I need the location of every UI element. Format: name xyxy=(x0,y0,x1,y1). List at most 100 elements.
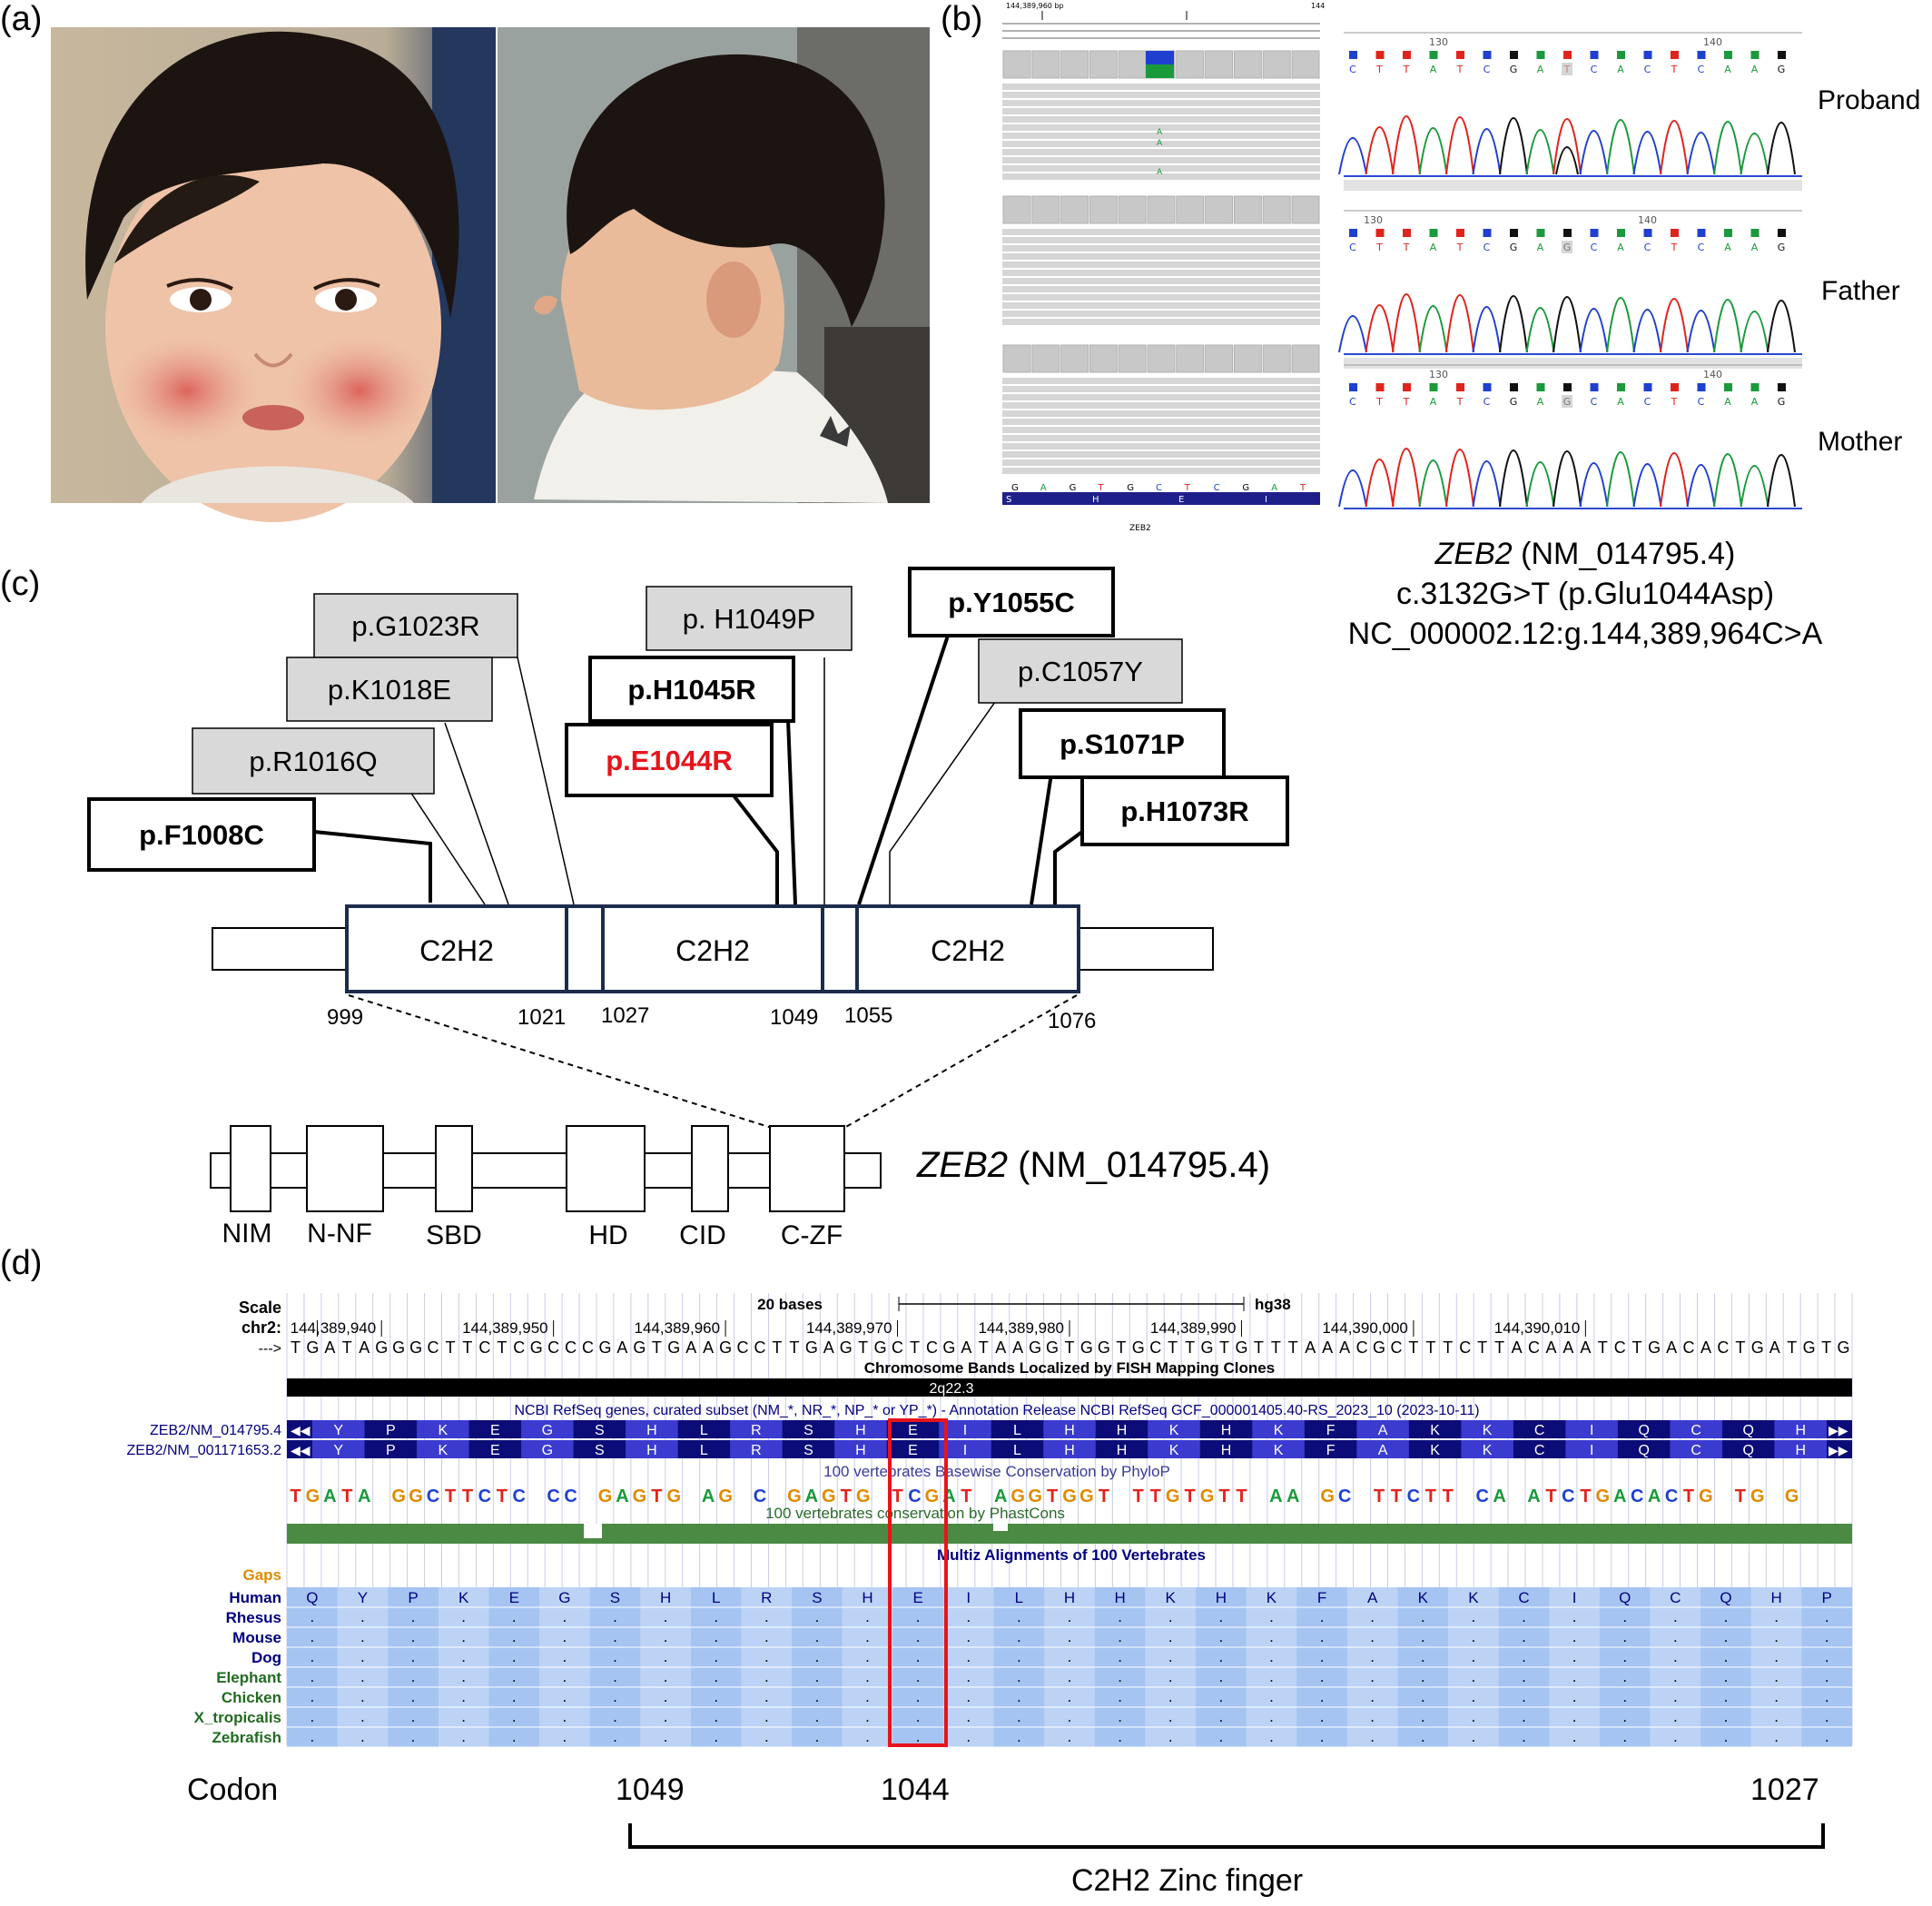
igv-read xyxy=(1002,173,1320,180)
ucsc-codon-cell xyxy=(730,1420,783,1438)
ucsc-identity-dot: . xyxy=(1320,1688,1325,1705)
sanger-quality-mark xyxy=(1510,383,1518,391)
ucsc-human-aa: G xyxy=(558,1589,570,1606)
ucsc-phylop-base: T xyxy=(497,1486,508,1506)
ucsc-phylop-base: C xyxy=(427,1486,439,1506)
igv-coverage-cell xyxy=(1176,195,1205,224)
ucsc-base: T xyxy=(1821,1338,1831,1357)
ucsc-amino-acid: I xyxy=(1590,1423,1593,1438)
ucsc-identity-dot: . xyxy=(1370,1648,1375,1665)
ucsc-human-aa: Q xyxy=(1720,1589,1731,1606)
ucsc-identity-dot: . xyxy=(1320,1628,1325,1645)
sanger-quality-mark xyxy=(1697,229,1706,237)
domain-label-cid: CID xyxy=(679,1220,726,1250)
ucsc-chr-label: chr2: xyxy=(242,1318,281,1337)
ucsc-phylop-base: T xyxy=(341,1486,352,1506)
sanger-base-call: C xyxy=(1644,242,1651,253)
sanger-base-call: A xyxy=(1724,242,1731,253)
igv-read xyxy=(1002,84,1320,90)
ucsc-identity-dot: . xyxy=(714,1648,718,1665)
igv-coord: 144,389,960 bp xyxy=(1006,2,1064,10)
ucsc-base: A xyxy=(1305,1338,1316,1357)
sanger-quality-mark xyxy=(1510,229,1518,237)
ucsc-human-aa: C xyxy=(1518,1589,1529,1606)
igv-coverage-cell xyxy=(1031,195,1060,224)
ucsc-identity-dot: . xyxy=(865,1628,870,1645)
ucsc-human-aa: R xyxy=(761,1589,772,1606)
ucsc-identity-dot: . xyxy=(764,1648,769,1665)
sanger-peak xyxy=(1338,137,1367,175)
sanger-quality-mark xyxy=(1403,229,1411,237)
ucsc-identity-dot: . xyxy=(1068,1668,1072,1685)
igv-alt-allele-c xyxy=(1146,51,1174,64)
ucsc-identity-dot: . xyxy=(865,1688,870,1705)
line-k1018e xyxy=(444,722,509,905)
ucsc-phylop-base: C xyxy=(908,1486,921,1506)
mutation-label: p.G1023R xyxy=(351,610,479,642)
ucsc-identity-dot: . xyxy=(1118,1728,1122,1745)
igv-coverage-cell xyxy=(1205,344,1234,373)
ucsc-amino-acid: E xyxy=(490,1423,500,1438)
mutation-label: p.C1057Y xyxy=(1018,656,1143,687)
ucsc-identity-dot: . xyxy=(1017,1708,1021,1725)
ucsc-identity-dot: . xyxy=(461,1708,466,1725)
sanger-base-call: A xyxy=(1617,396,1624,408)
sanger-quality-mark xyxy=(1778,383,1786,391)
igv-read xyxy=(1002,165,1320,172)
igv-read xyxy=(1002,92,1320,98)
ucsc-phylop-base: G xyxy=(822,1486,836,1506)
ucsc-identity-dot: . xyxy=(461,1648,466,1665)
ucsc-base: T xyxy=(1443,1338,1453,1357)
ucsc-identity-dot: . xyxy=(360,1708,365,1725)
ucsc-assembly: hg38 xyxy=(1255,1296,1291,1313)
ucsc-base: C xyxy=(478,1338,490,1357)
ucsc-identity-dot: . xyxy=(1218,1668,1223,1685)
sanger-peak xyxy=(1338,315,1367,353)
sanger-peak xyxy=(1660,298,1689,353)
ucsc-human-aa: C xyxy=(1670,1589,1681,1606)
ucsc-base: C xyxy=(1356,1338,1368,1357)
variant-description: ZEB2 (NM_014795.4) c.3132G>T (p.Glu1044A… xyxy=(1322,534,1848,654)
ucsc-amino-acid: R xyxy=(751,1423,762,1438)
ucsc-identity-dot: . xyxy=(1118,1608,1122,1625)
ucsc-amino-acid: I xyxy=(963,1423,967,1438)
ucsc-identity-dot: . xyxy=(966,1708,971,1725)
ucsc-identity-dot: . xyxy=(512,1608,517,1625)
ucsc-base: T xyxy=(291,1338,301,1357)
ucsc-amino-acid: S xyxy=(595,1443,605,1458)
pos-1049: 1049 xyxy=(770,1005,818,1030)
igv-coverage-cell xyxy=(1031,344,1060,373)
protein-flank-left xyxy=(212,927,348,971)
ucsc-identity-dot: . xyxy=(1320,1668,1325,1685)
ucsc-base: G xyxy=(1838,1338,1850,1357)
sanger-highlight xyxy=(1562,395,1572,408)
mutation-box xyxy=(646,586,853,651)
ucsc-identity-dot: . xyxy=(563,1628,567,1645)
ucsc-codon-cell xyxy=(521,1440,574,1458)
ucsc-codon-cell xyxy=(939,1440,991,1458)
sanger-highlight xyxy=(1562,63,1572,75)
ucsc-codon-cell xyxy=(939,1420,991,1438)
sanger-tick-140: 140 xyxy=(1638,214,1657,226)
ucsc-arrow-right: ▶▶ xyxy=(1828,1443,1848,1457)
ucsc-human-aa: S xyxy=(610,1589,620,1606)
ucsc-identity-dot: . xyxy=(966,1628,971,1645)
ucsc-identity-dot: . xyxy=(1218,1608,1223,1625)
ucsc-amino-acid: K xyxy=(1430,1443,1440,1458)
domain-label-hd: HD xyxy=(588,1220,627,1250)
sanger-quality-mark xyxy=(1456,383,1464,391)
ucsc-identity-dot: . xyxy=(764,1608,769,1625)
ucsc-base: C xyxy=(1614,1338,1626,1357)
ucsc-phylop-base: G xyxy=(598,1486,613,1506)
igv-coverage-cell xyxy=(1002,50,1031,79)
ucsc-base: T xyxy=(497,1338,507,1357)
ucsc-identity-dot: . xyxy=(1825,1708,1829,1725)
ucsc-identity-dot: . xyxy=(664,1728,668,1745)
ucsc-human-aa: E xyxy=(509,1589,519,1606)
ucsc-human-aa: I xyxy=(966,1589,971,1606)
ucsc-codon-cell xyxy=(312,1420,365,1438)
igv-read xyxy=(1002,100,1320,106)
ucsc-base: A xyxy=(1322,1338,1333,1357)
sanger-peak xyxy=(1552,296,1582,353)
